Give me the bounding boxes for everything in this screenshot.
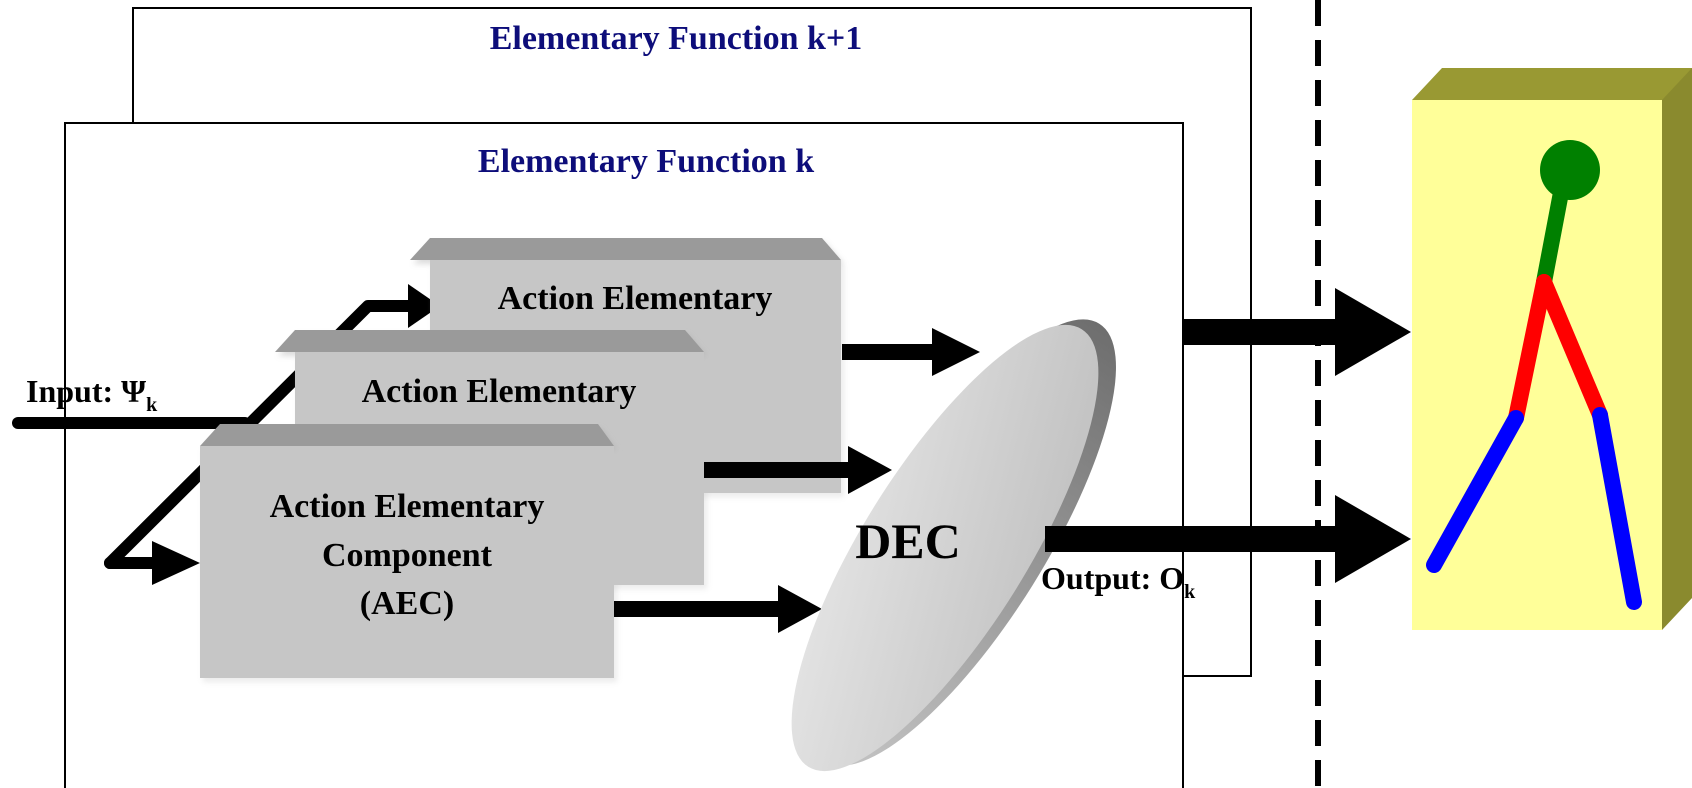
input-label-prefix: Input: <box>26 373 121 409</box>
output-symbol: O <box>1159 560 1184 596</box>
output-label: Output: Ok <box>1041 560 1196 603</box>
input-subscript: k <box>146 394 158 416</box>
action-block-top-label: Action Elementary <box>498 280 773 317</box>
human-figure-icon <box>1426 140 1642 610</box>
frame-title-k: Elementary Function k <box>478 143 814 180</box>
action-block-front-line2: Component <box>322 537 493 574</box>
output-arrows <box>1045 288 1411 583</box>
input-routing <box>12 300 426 569</box>
action-block-front-line3: (AEC) <box>360 585 454 622</box>
output-label-prefix: Output: <box>1041 560 1159 596</box>
input-arrow-to-front-block <box>152 541 200 585</box>
input-label: Input: Ψk <box>26 373 158 416</box>
output-subscript: k <box>1184 581 1196 603</box>
action-block-front <box>200 424 614 678</box>
input-arrow-to-top-block <box>408 284 440 328</box>
block-to-dec-arrows <box>614 328 980 633</box>
input-symbol: Ψ <box>121 373 146 409</box>
frame-title-k-plus-1: Elementary Function k+1 <box>490 20 863 57</box>
action-block-middle-label: Action Elementary <box>362 373 637 410</box>
dec-label: DEC <box>855 513 961 569</box>
dec-disc <box>791 319 1116 772</box>
action-block-front-line1: Action Elementary <box>270 488 545 525</box>
